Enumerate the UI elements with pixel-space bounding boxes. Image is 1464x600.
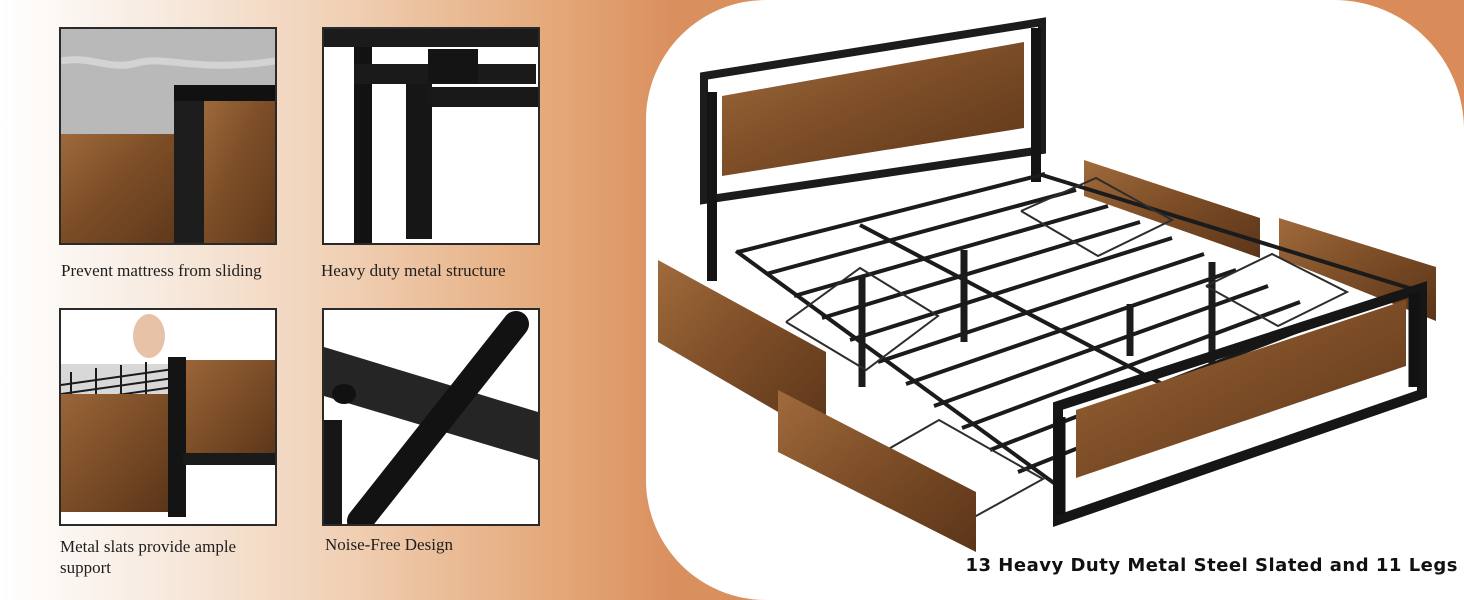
- mattress-corner-image: [59, 27, 277, 245]
- feature-caption-metal-slats: Metal slats provide ample support: [60, 537, 237, 577]
- feature-caption-metal-structure: Heavy duty metal structure: [321, 261, 506, 280]
- metal-slats-image: [59, 308, 277, 526]
- hero-caption: 13 Heavy Duty Metal Steel Slated and 11 …: [965, 555, 1458, 576]
- noise-free-joint-image: [322, 308, 540, 526]
- bed-frame-illustration: [658, 17, 1436, 552]
- bed-frame-hero-panel: 13 Heavy Duty Metal Steel Slated and 11 …: [646, 0, 1464, 600]
- feature-caption-mattress-grip: Prevent mattress from sliding: [61, 261, 262, 280]
- metal-frame-joint-image: [322, 27, 540, 245]
- feature-caption-noise-free: Noise-Free Design: [325, 535, 453, 554]
